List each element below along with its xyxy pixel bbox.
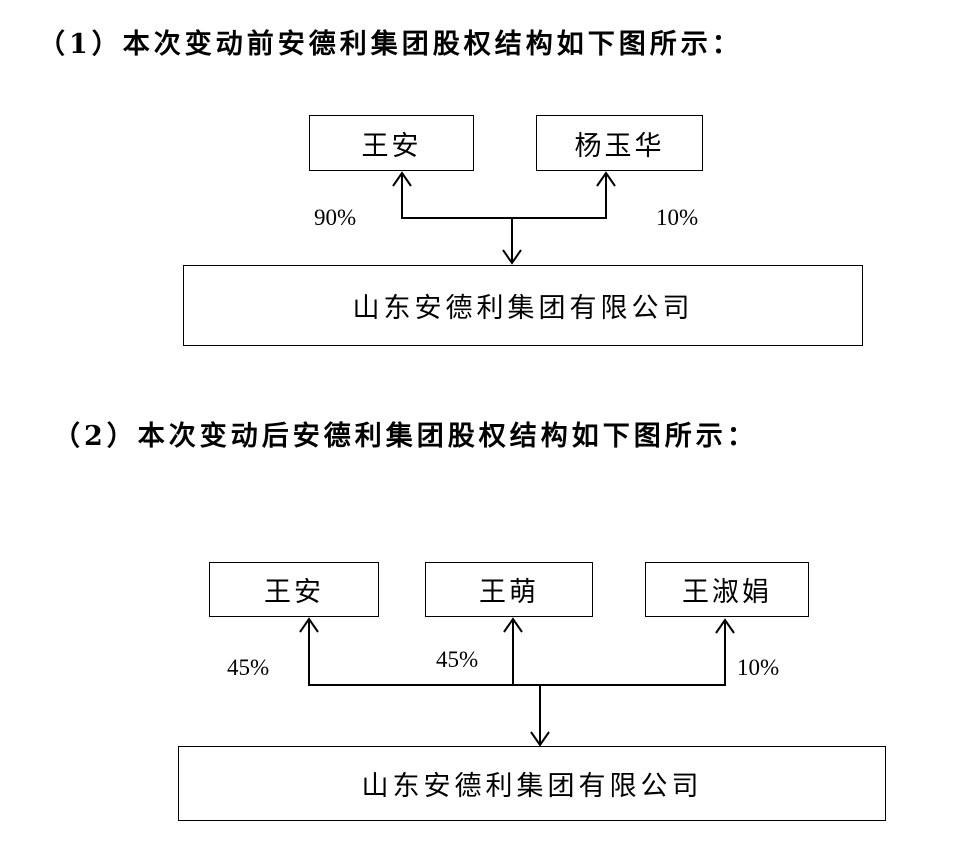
shareholder-box-wang-an-after: 王安 [209,562,379,617]
arrow-to-yang-yuhua [596,171,616,218]
shareholder-box-wang-an-before: 王安 [309,115,474,171]
arrow-to-wang-an-before [392,171,412,218]
share-label-yang-yuhua: 10% [656,205,699,230]
section-1-heading: （1）本次变动前安德利集团股权结构如下图所示： [38,29,743,60]
arrow-head [503,617,523,633]
arrow-head [530,731,550,747]
share-label-wang-an-after: 45% [227,655,270,680]
arrow-to-company-before [502,218,522,265]
share-label-wang-an-before: 90% [314,205,357,230]
section-2-heading: （2）本次变动后安德利集团股权结构如下图所示： [53,421,758,452]
company-box-before: 山东安德利集团有限公司 [183,265,863,346]
arrow-head [715,618,735,634]
company-box-after: 山东安德利集团有限公司 [178,746,886,821]
share-label-wang-meng: 45% [436,647,479,672]
arrow-head [502,249,522,265]
shareholder-box-yang-yuhua: 杨玉华 [536,115,703,171]
shareholder-box-wang-meng: 王萌 [425,562,593,617]
share-label-wang-shujuan: 10% [737,655,780,680]
arrow-to-wang-shujuan [715,618,735,685]
arrow-head [392,171,412,187]
arrow-to-company-after [530,685,550,747]
arrow-to-wang-an-after [299,617,319,685]
shareholder-box-wang-shujuan: 王淑娟 [645,562,809,617]
arrow-head [299,617,319,633]
arrow-head [596,171,616,187]
arrow-to-wang-meng [503,617,523,685]
